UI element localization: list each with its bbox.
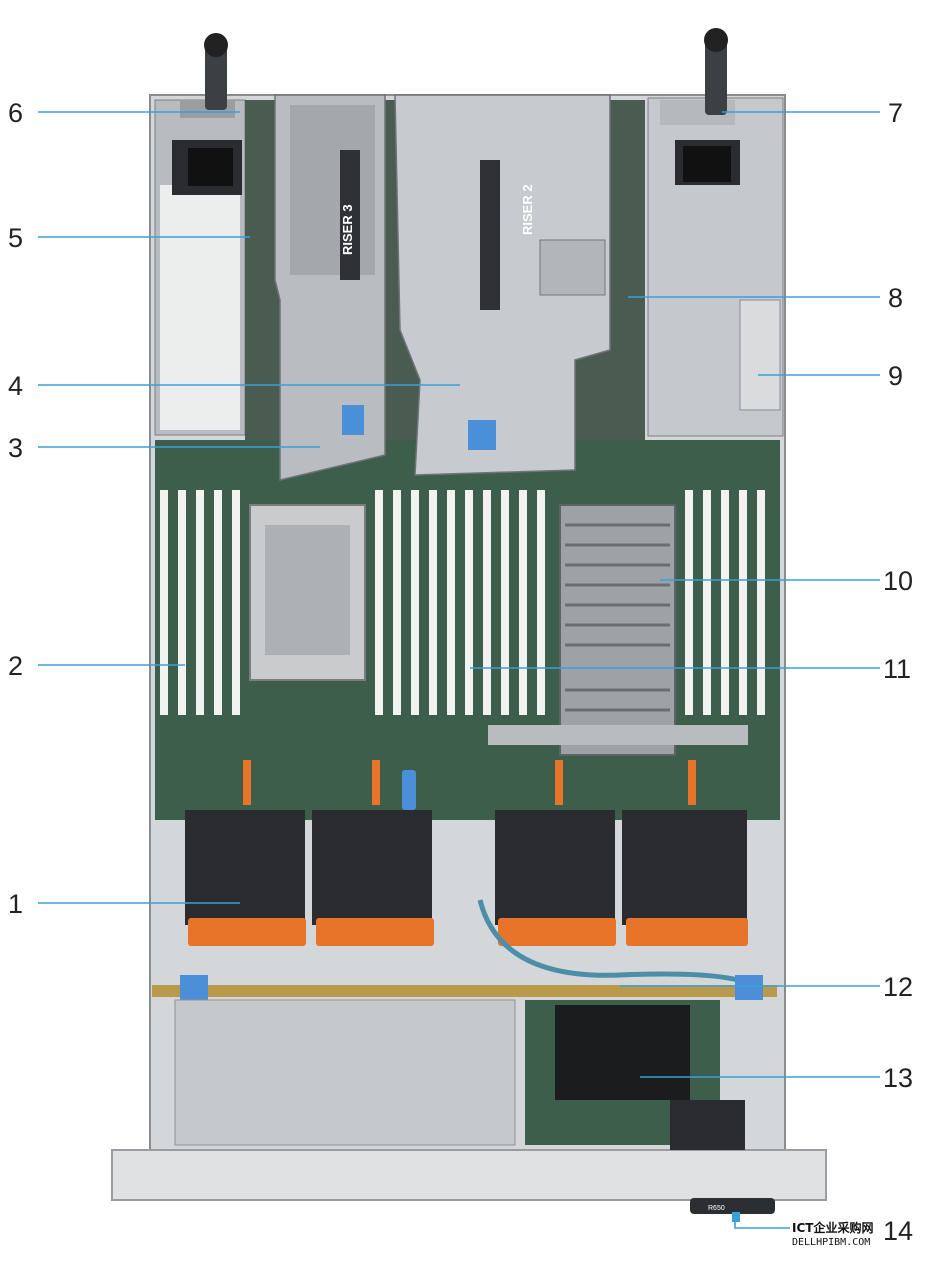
fan-handle: [316, 918, 434, 946]
drive-backplane: [152, 985, 777, 997]
callout-10: 10: [660, 566, 913, 596]
psu-left: [154, 99, 246, 436]
psu-left-handle: [204, 33, 228, 110]
drive-bay-blank: [174, 999, 516, 1146]
cooling-fans: [185, 760, 748, 946]
callout-2-number: 2: [8, 651, 23, 681]
front-label: R650: [708, 1205, 725, 1212]
riser-2-label: RISER 2: [520, 184, 535, 235]
psu-right: [647, 97, 784, 437]
dimm-slots-right: [685, 490, 765, 715]
callout-4-number: 4: [8, 371, 23, 401]
riser-2: RISER 2: [394, 94, 611, 476]
dimm-slots-center: [375, 490, 545, 715]
callout-3: 3: [8, 433, 320, 463]
psu-right-handle: [704, 28, 728, 115]
fan-handle: [188, 918, 306, 946]
storage-controller: [525, 1000, 745, 1150]
callout-12-number: 12: [883, 972, 913, 1002]
callout-4: 4: [8, 371, 460, 401]
callout-7-number: 7: [888, 98, 903, 128]
callout-5: 5: [8, 223, 250, 253]
callout-9-number: 9: [888, 361, 903, 391]
callout-7: 7: [722, 98, 903, 128]
callout-11-number: 11: [883, 654, 911, 684]
processor-heatsink: [488, 504, 748, 756]
callout-6-number: 6: [8, 98, 23, 128]
callout-14-number: 14: [883, 1216, 913, 1246]
callout-2: 2: [8, 651, 185, 681]
callout-9: 9: [758, 361, 903, 391]
watermark-line-1: ICT企业采购网: [792, 1220, 873, 1235]
callout-5-number: 5: [8, 223, 23, 253]
backplane-latch-left: [180, 975, 208, 1000]
riser-3: RISER 3: [274, 94, 386, 481]
callout-12: 12: [620, 972, 913, 1002]
callout-11: 11: [470, 654, 911, 684]
callout-6: 6: [8, 98, 240, 128]
callout-10-number: 10: [883, 566, 913, 596]
quick-sync-led: [732, 1212, 740, 1222]
riser-3-label: RISER 3: [340, 204, 355, 255]
fan-cage-latch: [402, 770, 416, 810]
backplane-latch-right: [735, 975, 763, 1000]
fan-handle: [498, 918, 616, 946]
watermark-line-2: DELLHPIBM.COM: [792, 1237, 870, 1248]
dimm-slots-left: [160, 490, 240, 715]
callout-8: 8: [628, 283, 903, 313]
callout-3-number: 3: [8, 433, 23, 463]
callout-13-number: 13: [883, 1063, 913, 1093]
callout-1-number: 1: [8, 889, 23, 919]
riser-2-latch: [468, 420, 496, 450]
callout-1: 1: [8, 889, 240, 919]
fan-handle: [626, 918, 748, 946]
psu-cage-bracket: [739, 299, 781, 411]
callout-14: 14: [734, 1215, 913, 1246]
callout-8-number: 8: [888, 283, 903, 313]
watermark: ICT企业采购网 DELLHPIBM.COM: [792, 1220, 873, 1248]
front-bezel-tab: [690, 1198, 775, 1214]
callout-13: 13: [640, 1063, 913, 1093]
cpu-socket-1: [249, 504, 366, 681]
riser-3-latch: [342, 405, 364, 435]
